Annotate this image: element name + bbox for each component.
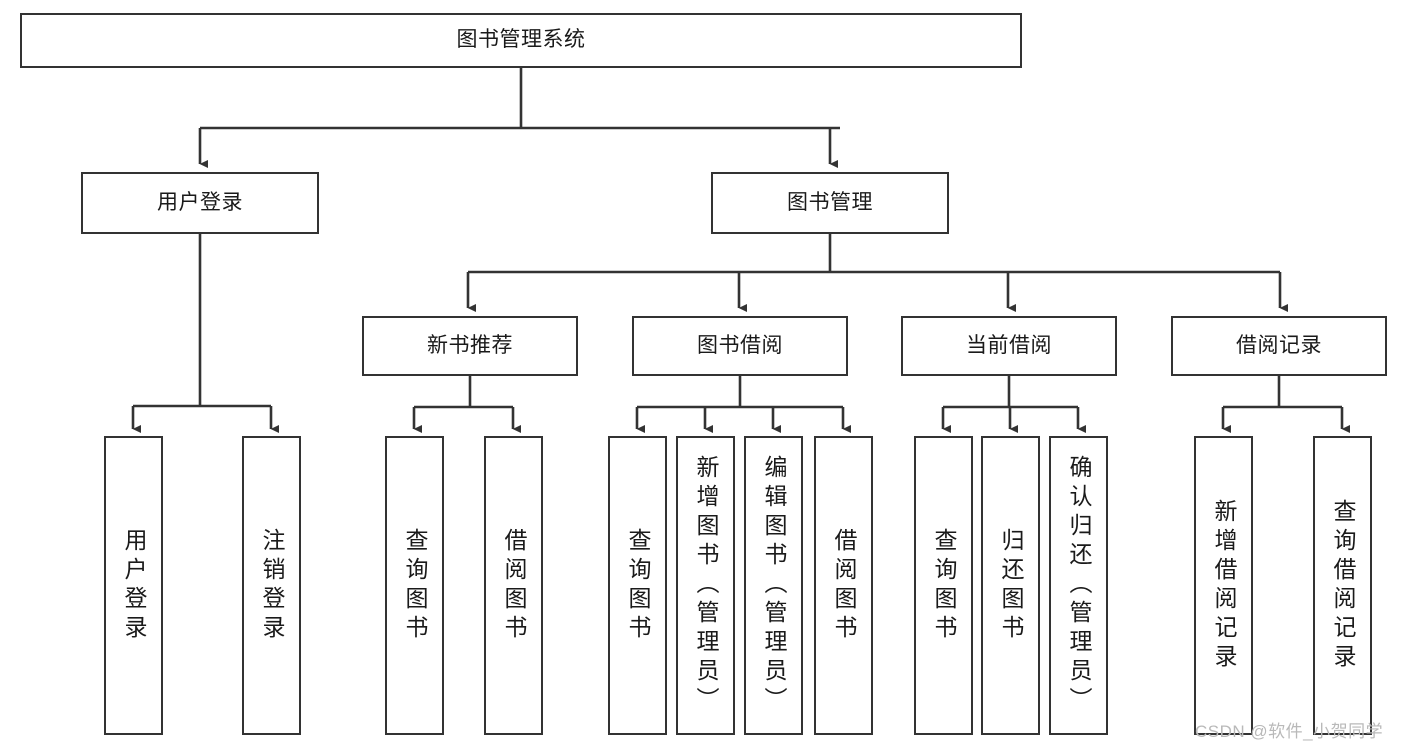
- leaf-user-login-login[interactable]: 用户登录: [104, 436, 163, 735]
- node-label: 用户登录: [157, 190, 243, 214]
- node-label: 新书推荐: [427, 333, 513, 357]
- leaf-borrow-record-add-record[interactable]: 新增借阅记录: [1194, 436, 1253, 735]
- node-label: 用户登录: [121, 527, 147, 644]
- node-label: 图书借阅: [697, 333, 783, 357]
- leaf-book-borrow-add-book-admin[interactable]: 新增图书（管理员）: [676, 436, 735, 735]
- node-label: 图书管理系统: [456, 28, 586, 52]
- node-root-book-management-system[interactable]: 图书管理系统: [20, 13, 1022, 68]
- leaf-current-borrow-return-book[interactable]: 归还图书: [981, 436, 1040, 735]
- leaf-new-book-query-book[interactable]: 查询图书: [385, 436, 444, 735]
- node-book-management[interactable]: 图书管理: [711, 172, 949, 234]
- leaf-book-borrow-borrow-book[interactable]: 借阅图书: [814, 436, 873, 735]
- leaf-user-login-logout[interactable]: 注销登录: [242, 436, 301, 735]
- node-label: 归还图书: [998, 527, 1024, 644]
- node-user-login[interactable]: 用户登录: [81, 172, 319, 234]
- node-label: 查询图书: [625, 527, 651, 644]
- node-label: 当前借阅: [966, 333, 1052, 357]
- node-label: 借阅图书: [501, 527, 527, 644]
- node-label: 查询借阅记录: [1330, 498, 1356, 673]
- node-borrow-record[interactable]: 借阅记录: [1171, 316, 1387, 376]
- node-label: 借阅图书: [831, 527, 857, 644]
- leaf-borrow-record-query-record[interactable]: 查询借阅记录: [1313, 436, 1372, 735]
- leaf-current-borrow-confirm-return-admin[interactable]: 确认归还（管理员）: [1049, 436, 1108, 735]
- csdn-watermark: CSDN @软件_小贺同学: [1195, 722, 1384, 741]
- node-new-book-recommend[interactable]: 新书推荐: [362, 316, 578, 376]
- node-label: 新增借阅记录: [1211, 498, 1237, 673]
- leaf-new-book-borrow-book[interactable]: 借阅图书: [484, 436, 543, 735]
- node-label: 借阅记录: [1236, 333, 1322, 357]
- leaf-book-borrow-edit-book-admin[interactable]: 编辑图书（管理员）: [744, 436, 803, 735]
- node-current-borrow[interactable]: 当前借阅: [901, 316, 1117, 376]
- leaf-book-borrow-query-book[interactable]: 查询图书: [608, 436, 667, 735]
- node-label: 新增图书（管理员）: [693, 455, 719, 716]
- node-label: 查询图书: [931, 527, 957, 644]
- node-label: 确认归还（管理员）: [1066, 455, 1092, 716]
- node-label: 注销登录: [259, 527, 285, 644]
- node-book-borrow[interactable]: 图书借阅: [632, 316, 848, 376]
- node-label: 图书管理: [787, 190, 873, 214]
- node-label: 查询图书: [402, 527, 428, 644]
- node-label: 编辑图书（管理员）: [761, 455, 787, 716]
- leaf-current-borrow-query-book[interactable]: 查询图书: [914, 436, 973, 735]
